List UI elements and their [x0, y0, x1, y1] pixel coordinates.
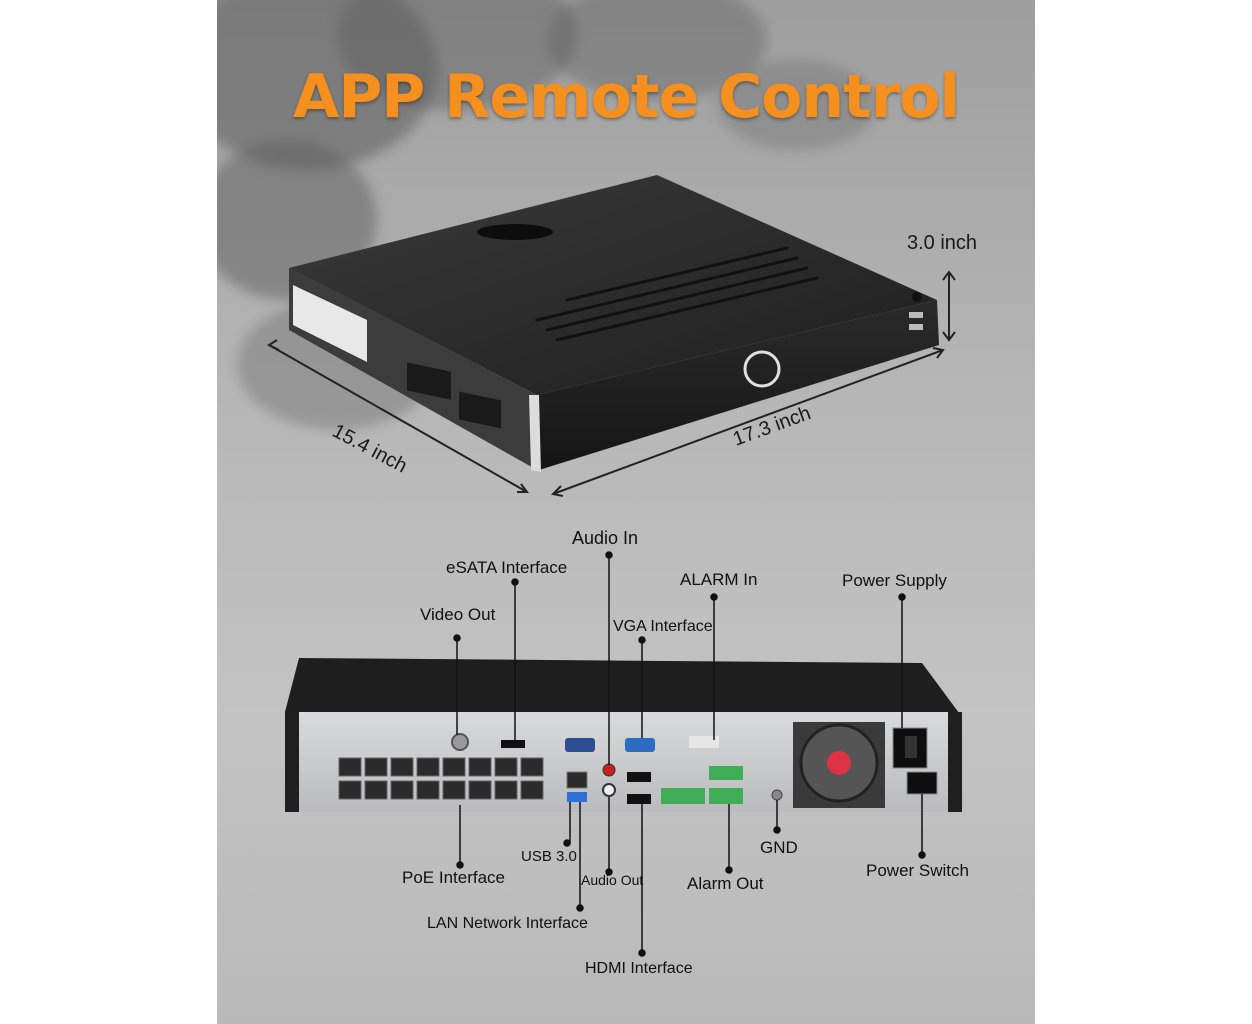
- page-title: APP Remote Control: [292, 62, 960, 132]
- audio-out-label: Audio Out: [581, 872, 644, 888]
- lan-label: LAN Network Interface: [427, 915, 588, 932]
- poe-label: PoE Interface: [402, 868, 506, 887]
- poe-ports: [338, 757, 544, 800]
- power-supply-label: Power Supply: [842, 571, 947, 590]
- usb-label: USB 3.0: [521, 848, 577, 865]
- vga-label: VGA Interface: [613, 618, 713, 635]
- gnd-label: GND: [760, 838, 798, 857]
- tree-shadow: [717, 60, 877, 150]
- alarm-in-label: ALARM In: [680, 570, 758, 589]
- product-panel: APP Remote Control: [217, 0, 1035, 1024]
- nvr-top-view: [289, 175, 939, 472]
- device-illustration: [266, 175, 962, 957]
- esata-label: eSATA Interface: [446, 558, 568, 577]
- audio-in-label: Audio In: [572, 528, 639, 548]
- nvr-rear-view: [285, 658, 962, 812]
- video-out-label: Video Out: [420, 605, 496, 624]
- dimension-arrows: [266, 270, 956, 497]
- alarm-out-label: Alarm Out: [687, 874, 764, 893]
- hdmi-label: HDMI Interface: [585, 960, 693, 977]
- power-switch-label: Power Switch: [866, 861, 969, 880]
- tree-shadow: [547, 0, 767, 100]
- leader-lines: [453, 551, 926, 957]
- height-dimension-label: 3.0 inch: [907, 232, 978, 254]
